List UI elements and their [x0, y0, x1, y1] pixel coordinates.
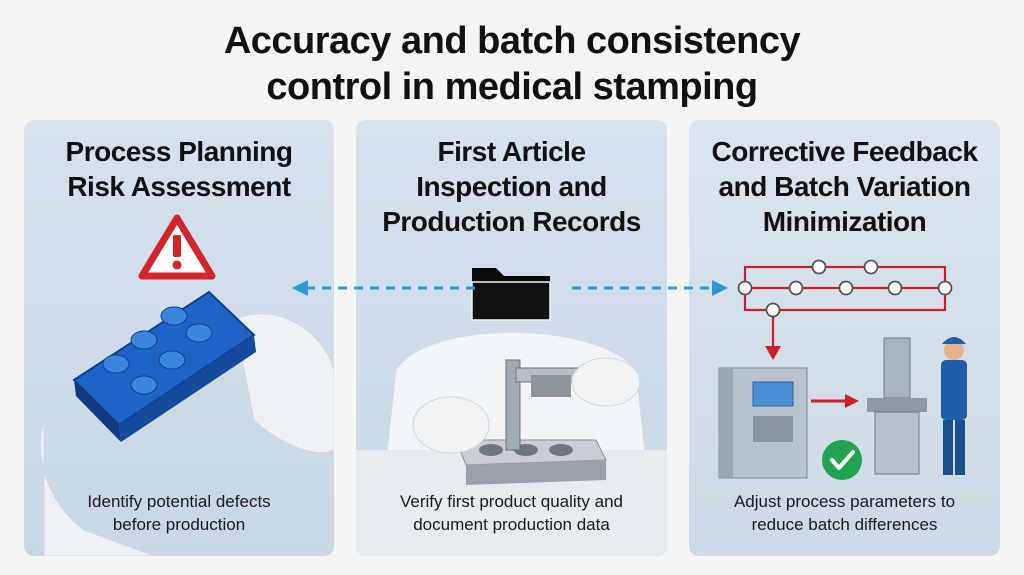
warning-icon	[138, 214, 216, 280]
network-nodes	[737, 259, 953, 318]
metal-part	[455, 439, 607, 485]
panel-corrective-feedback: Corrective Feedback and Batch Variation …	[689, 120, 1000, 556]
panel-2-heading-line: Production Records	[382, 206, 641, 237]
panel-1-heading-line: Risk Assessment	[67, 171, 291, 202]
right-dashed-arrow	[572, 280, 728, 296]
panel-3-heading-line: and Batch Variation	[718, 171, 971, 202]
panel-1-caption: Identify potential defects before produc…	[24, 490, 334, 536]
panel-1-caption-line: before production	[112, 515, 246, 534]
worker	[941, 337, 967, 475]
inspection-illustration	[356, 268, 667, 556]
checkmark-icon	[822, 440, 862, 480]
left-dashed-arrow	[292, 280, 476, 296]
down-arrow	[765, 346, 781, 360]
panel-first-article-inspection: First Article Inspection and Production …	[356, 120, 667, 556]
caliper	[505, 359, 627, 451]
panel-1-caption-line: Identify potential defects	[87, 492, 271, 511]
panel-3-heading: Corrective Feedback and Batch Variation …	[689, 134, 1000, 239]
panel-process-planning: Process Planning Risk Assessment Identif…	[24, 120, 334, 556]
panel-2-heading-line: First Article	[437, 136, 586, 167]
title-line-2: control in medical stamping	[266, 66, 758, 108]
panel-3-caption: Adjust process parameters to reduce batc…	[689, 490, 1000, 536]
panel-2-caption: Verify first product quality and documen…	[356, 490, 667, 536]
panel-3-heading-line: Minimization	[762, 206, 927, 237]
page-title: Accuracy and batch consistency control i…	[0, 18, 1024, 110]
folder-icon	[471, 268, 551, 321]
panel-2-caption-line: document production data	[413, 515, 610, 534]
panel-2-heading-line: Inspection and	[416, 171, 607, 202]
panel-3-caption-line: Adjust process parameters to	[733, 492, 956, 511]
panel-1-heading: Process Planning Risk Assessment	[24, 134, 334, 204]
feedback-illustration	[718, 259, 967, 480]
cnc-machine	[867, 337, 927, 475]
title-line-1: Accuracy and batch consistency	[223, 20, 801, 62]
panel-1-heading-line: Process Planning	[65, 136, 293, 167]
blue-stamped-part	[72, 290, 256, 442]
control-cabinet	[718, 367, 808, 479]
panel-3-caption-line: reduce batch differences	[751, 515, 938, 534]
panel-3-heading-line: Corrective Feedback	[711, 136, 978, 167]
panel-2-heading: First Article Inspection and Production …	[356, 134, 667, 239]
panel-2-caption-line: Verify first product quality and	[399, 492, 623, 511]
blue-part-illustration	[39, 214, 334, 556]
